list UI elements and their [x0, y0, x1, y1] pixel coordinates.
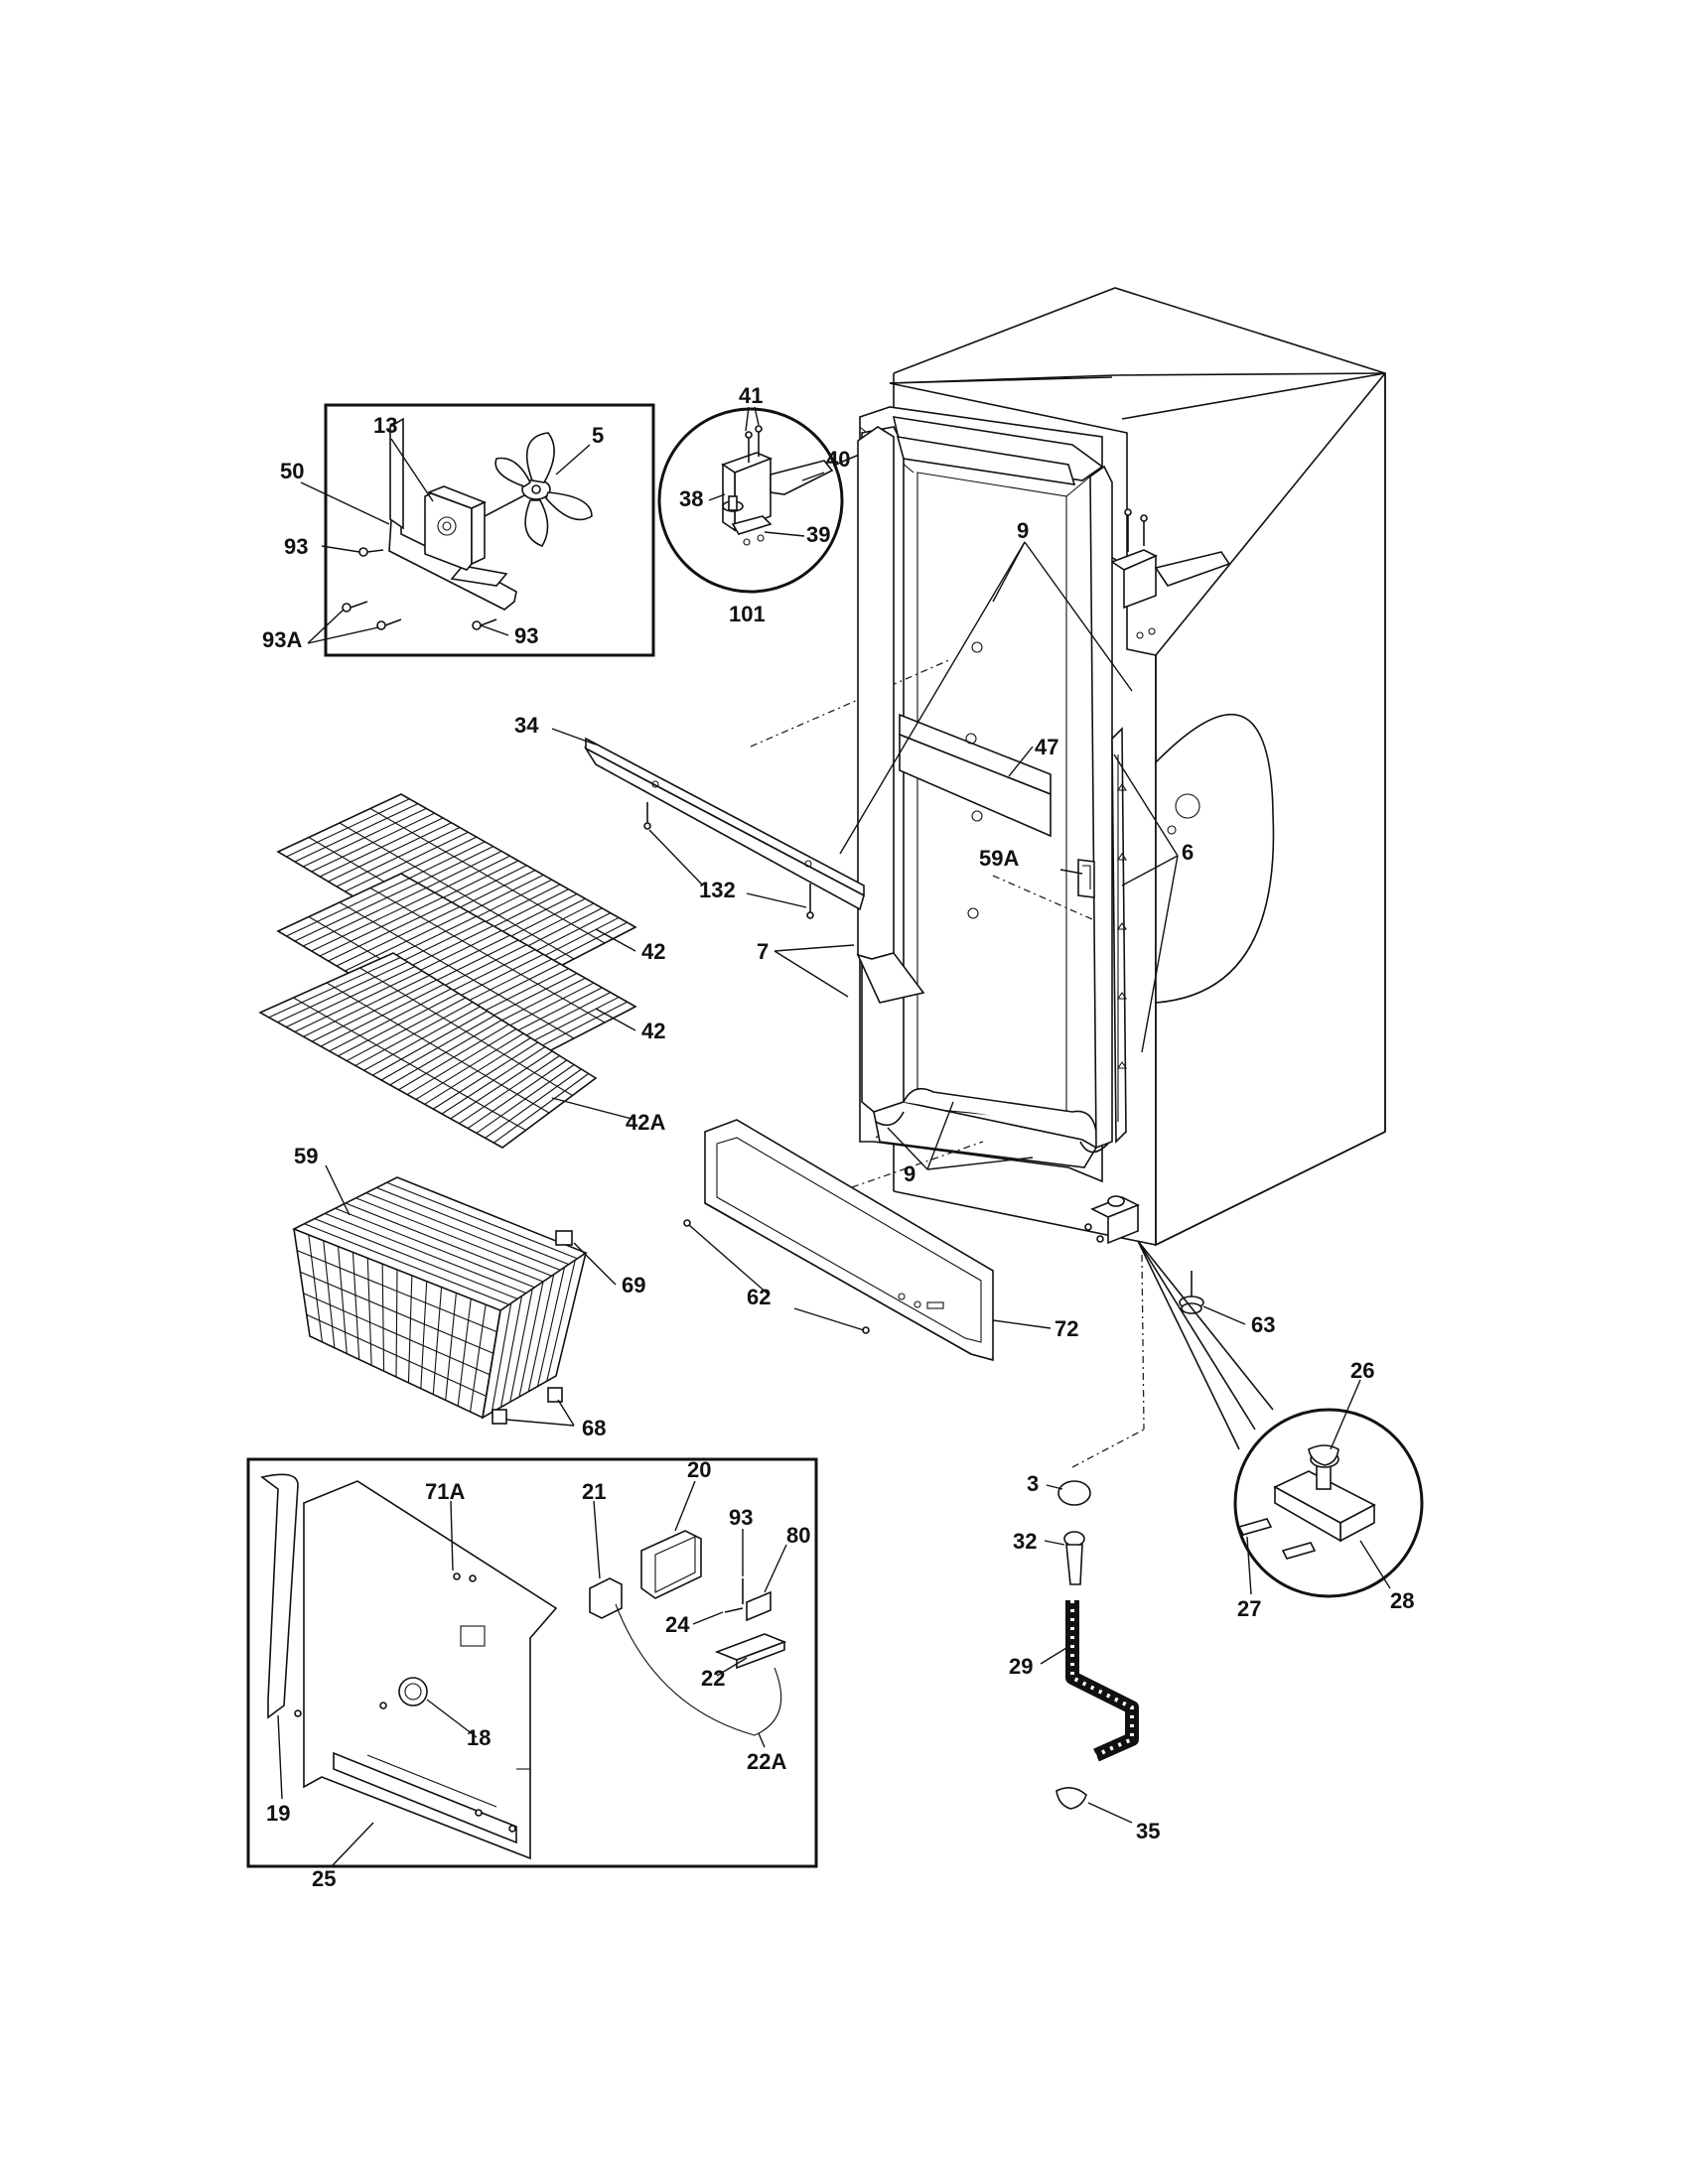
- label-93A: 93A: [262, 627, 302, 652]
- label-63: 63: [1251, 1312, 1275, 1337]
- label-38: 38: [679, 486, 703, 511]
- label-42A: 42A: [626, 1110, 665, 1135]
- label-3: 3: [1027, 1471, 1039, 1496]
- label-59: 59: [294, 1144, 318, 1168]
- label-93: 93: [284, 534, 308, 559]
- label-35: 35: [1136, 1819, 1160, 1843]
- label-80: 80: [786, 1523, 810, 1548]
- bottom-hinge-inset: [1137, 1240, 1424, 1598]
- label-72: 72: [1055, 1316, 1078, 1341]
- label-62: 62: [747, 1285, 771, 1309]
- wire-shelves: [258, 793, 637, 1149]
- wire-shelf-42-lower: [276, 873, 637, 1071]
- label-7: 7: [757, 939, 769, 964]
- label-20: 20: [687, 1457, 711, 1482]
- label-68: 68: [582, 1416, 606, 1440]
- label-50: 50: [280, 459, 304, 483]
- label-9: 9: [904, 1161, 915, 1186]
- evaporator-cover-inset: [246, 1457, 818, 1868]
- label-13: 13: [373, 413, 397, 438]
- label-24: 24: [665, 1612, 690, 1637]
- label-9: 9: [1017, 518, 1029, 543]
- label-132: 132: [699, 878, 736, 902]
- top-hinge-inset: [657, 406, 1133, 594]
- label-32: 32: [1013, 1529, 1037, 1554]
- label-34: 34: [514, 713, 539, 738]
- label-69: 69: [622, 1273, 645, 1297]
- fan-motor-inset: [300, 403, 655, 657]
- label-18: 18: [467, 1725, 491, 1750]
- label-47: 47: [1035, 735, 1058, 759]
- label-71A: 71A: [425, 1479, 465, 1504]
- part-number-labels: 13 5 50 93 93A 93 41 40 38 39 101 9 34 4…: [262, 383, 1414, 1891]
- shelf-bracket-34: [551, 728, 865, 919]
- wire-shelf-42A: [258, 952, 598, 1149]
- label-27: 27: [1237, 1596, 1261, 1621]
- label-22A: 22A: [747, 1749, 786, 1774]
- wire-basket: [292, 1164, 617, 1427]
- label-28: 28: [1390, 1588, 1414, 1613]
- cabinet-leaders: [774, 541, 1179, 1170]
- label-93: 93: [514, 623, 538, 648]
- label-25: 25: [312, 1866, 336, 1891]
- label-21: 21: [582, 1479, 606, 1504]
- label-19: 19: [266, 1801, 290, 1826]
- label-26: 26: [1350, 1358, 1374, 1383]
- label-42: 42: [641, 1019, 665, 1043]
- label-22: 22: [701, 1666, 725, 1691]
- label-59A: 59A: [979, 846, 1019, 871]
- label-39: 39: [806, 522, 830, 547]
- label-42: 42: [641, 939, 665, 964]
- label-29: 29: [1009, 1654, 1033, 1679]
- wire-shelf-42-upper: [276, 793, 637, 992]
- label-40: 40: [826, 447, 850, 472]
- bottom-hinge: [1071, 1195, 1246, 1468]
- label-6: 6: [1182, 840, 1194, 865]
- label-101: 101: [729, 602, 766, 626]
- fan-blade: [494, 432, 593, 547]
- label-5: 5: [592, 423, 604, 448]
- freezer-cabinet: [750, 287, 1386, 1247]
- label-41: 41: [739, 383, 763, 408]
- label-93: 93: [729, 1505, 753, 1530]
- door-trim-72: [683, 1119, 1052, 1362]
- drain-parts: [1040, 1480, 1139, 1824]
